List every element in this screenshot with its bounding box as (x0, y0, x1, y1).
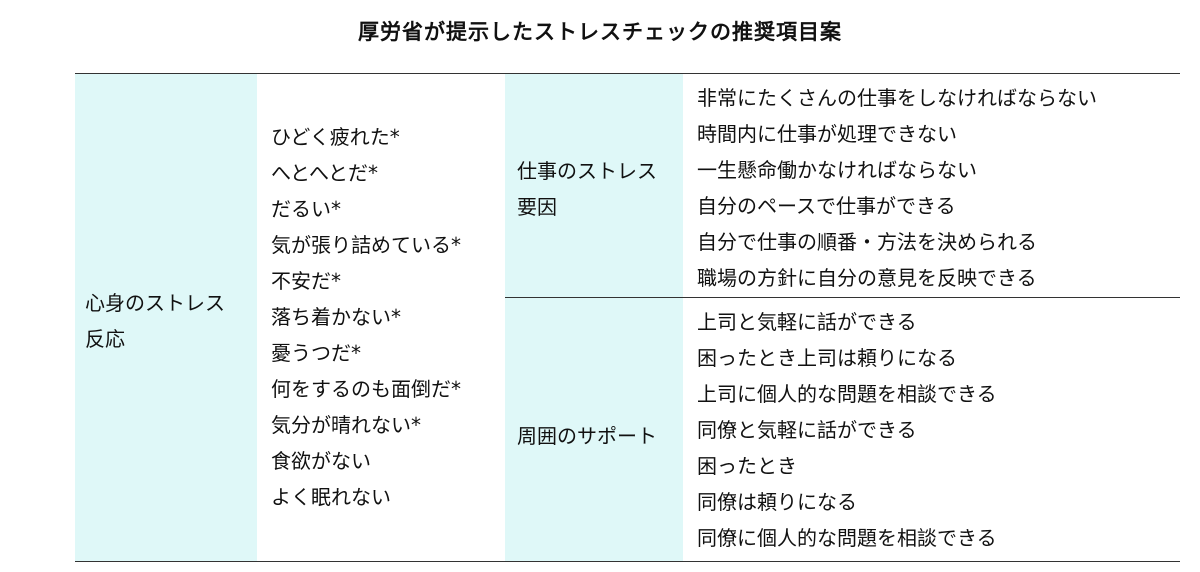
reaction-item: ひどく疲れた* (271, 125, 400, 149)
support-item: 同僚は頼りになる (697, 490, 857, 514)
work-stress-header-line: 仕事のストレス (517, 159, 657, 183)
support-item: 困ったとき上司は頼りになる (697, 346, 957, 370)
reaction-item: 不安だ* (271, 269, 341, 293)
reaction-item: へとへとだ* (271, 161, 378, 185)
reaction-items-cell: ひどく疲れた* へとへとだ* だるい* 気が張り詰めている* 不安だ* 落ち着か… (257, 74, 505, 561)
reaction-item: 何をするのも面倒だ* (271, 377, 461, 401)
work-stress-item: 職場の方針に自分の意見を反映できる (697, 266, 1037, 290)
reaction-header-line: 心身のストレス (85, 291, 225, 315)
reaction-item: 食欲がない (271, 449, 371, 473)
support-item: 上司に個人的な問題を相談できる (697, 382, 997, 406)
reaction-item: だるい* (271, 197, 341, 221)
work-stress-item: 自分のペースで仕事ができる (697, 194, 956, 218)
support-item: 上司と気軽に話ができる (697, 310, 917, 334)
page-title: 厚労省が提示したストレスチェックの推奨項目案 (358, 20, 842, 44)
support-item: 同僚と気軽に話ができる (697, 418, 917, 442)
reaction-item: 気が張り詰めている* (271, 233, 461, 257)
reaction-item: 気分が晴れない* (271, 413, 421, 437)
work-stress-item: 時間内に仕事が処理できない (697, 122, 957, 146)
work-stress-item: 自分で仕事の順番・方法を決められる (697, 230, 1037, 254)
support-item: 困ったとき (697, 454, 797, 478)
work-stress-items-cell: 非常にたくさんの仕事をしなければならない 時間内に仕事が処理できない 一生懸命働… (683, 74, 1180, 297)
work-stress-item: 非常にたくさんの仕事をしなければならない (697, 86, 1097, 110)
work-stress-item: 一生懸命働かなければならない (697, 158, 977, 182)
reaction-item: 落ち着かない* (271, 305, 401, 329)
reaction-item: 憂うつだ* (271, 341, 361, 365)
support-items-cell: 上司と気軽に話ができる 困ったとき上司は頼りになる 上司に個人的な問題を相談でき… (683, 298, 1180, 561)
reaction-header-cell: 心身のストレス 反応 (75, 74, 257, 561)
table-bottom-rule (75, 561, 1180, 562)
support-header-cell: 周囲のサポート (505, 298, 683, 561)
table-mid-rule (505, 297, 1180, 298)
work-stress-header-cell: 仕事のストレス 要因 (505, 74, 683, 297)
table-top-rule (75, 73, 1180, 74)
reaction-header-line: 反応 (85, 327, 125, 351)
work-stress-header-line: 要因 (517, 195, 557, 219)
support-header-line: 周囲のサポート (517, 424, 657, 448)
reaction-item: よく眠れない (271, 485, 391, 509)
support-item: 同僚に個人的な問題を相談できる (697, 526, 997, 550)
